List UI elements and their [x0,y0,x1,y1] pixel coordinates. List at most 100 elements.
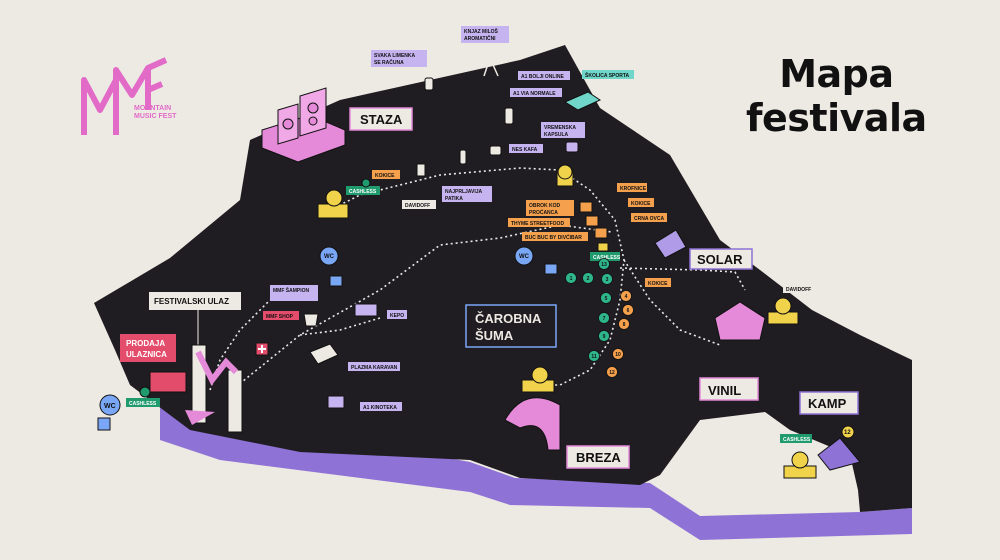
phone-icon [504,107,514,125]
skolica-label: ŠKOLICA SPORTA [585,71,630,79]
logo-text: MOUNTAIN MUSIC FEST [134,105,176,121]
crna-ovca-label: CRNA OVCA [634,216,664,222]
knjaz-label-1: KNJAZ MILOŠ [464,27,499,35]
trail-stop-13 [598,258,610,270]
limenka-label-1: SVAKA LIMENKA [374,53,416,59]
cashless-label-1: CASHLESS [349,189,377,195]
trail-stop-2 [582,272,594,284]
mmf-logo [81,57,168,135]
prodaja-label-2: ULAZNICA [126,350,167,359]
arch-icon [504,397,561,451]
davidoff-label-1: DAVIDOFF [405,203,430,209]
vinil-label: VINIL [708,383,741,398]
trail-stop-6 [622,304,634,316]
breza-label: BREZA [576,450,621,465]
trail-stop-label-2: 2 [587,276,590,282]
tent-icon [714,301,766,341]
food-stand-icon [556,164,574,187]
trail-stop-label-6: 6 [627,308,630,314]
trail-stop-label-5: 5 [605,296,608,302]
trail-stop-11 [588,350,600,362]
kamp-label: KAMP [808,396,847,411]
trail-stop-10 [612,348,624,360]
trail-stop-1 [565,272,577,284]
a1-bolji-label: A1 BOLJI ONLINE [521,74,564,80]
arcade-icon [327,395,345,409]
page-title: Mapa festivala [746,52,927,140]
nes-kafa-label: NES KAFA [512,147,538,153]
gate-icon [191,344,243,433]
trail-stop-label-9: 9 [603,334,606,340]
speaker-icon [282,118,294,130]
carobna-label-1: ČAROBNA [475,311,542,326]
trail-stop-label-11: 11 [591,354,597,360]
trail-stop-8 [618,318,630,330]
staza-stage [261,87,346,163]
buc-buc-label: BUC BUC BY DIVĆIBAR [525,233,582,241]
carobna-label-2: ŠUMA [475,328,514,343]
cashless-label-4: CASHLESS [129,401,157,407]
trail-stop-label-4: 4 [625,294,628,300]
cashless-label-3: CASHLESS [783,437,811,443]
beer-icon [317,189,349,219]
bench-icon [563,91,602,111]
patika-label-1: NAJPRLJAVIJA [445,189,483,195]
terrain-edge [160,405,912,540]
kinoteka-label: A1 KINOTEKA [363,405,397,411]
wc-label-1: WC [324,254,335,260]
trail-stop-9 [598,330,610,342]
plazma-label: PLAZMA KARAVAN [351,365,398,371]
title-line-2: festivala [746,96,927,140]
trail-stop-label-8: 8 [623,322,626,328]
mmf-sampion-label: MMF ŠAMPION [273,286,309,294]
obrok-label-1: OBROK KOD [529,203,561,209]
fire-extinguisher-icon [459,149,467,165]
capsule-icon [565,141,579,153]
popcorn-icon [416,163,426,177]
staza-label-bg [349,107,413,131]
thyme-label: THYME STREETFOOD [511,221,564,227]
kokice-label-1: KOKICE [375,173,395,179]
cashless-icon [361,178,371,188]
solar-label: SOLAR [697,252,743,267]
obrok-label-2: PROĆANCA [529,208,558,216]
trail-stop-label-1: 1 [570,276,573,282]
trail-stop-label-12: 12 [609,370,615,376]
trophy-icon [303,313,319,327]
mmf-shop-label: MMF SHOP [266,314,294,320]
limenka-label-2: SE RAČUNA [374,59,404,66]
can-icon [424,77,434,91]
title-line-1: Mapa [779,52,894,96]
kokice-label-2: KOKICE [631,201,651,207]
swing-icon [483,55,501,77]
knjaz-label-2: AROMATIČNI [464,35,496,42]
krofnice-label: KROFNICE [620,186,647,192]
trail-stop-label-7: 7 [603,316,606,322]
wc-icon [514,246,534,266]
staza-label: STAZA [360,112,403,127]
trail-stop-3 [601,273,613,285]
logo-line-2: MUSIC FEST [134,113,177,120]
trail-stop-label-10: 10 [615,352,621,358]
cashless-label-2: CASHLESS [593,255,621,261]
trail-stop-label-13: 13 [601,262,607,268]
logo-line-1: MOUNTAIN [134,105,172,112]
vremenska-label-2: KAPSULA [544,132,569,138]
trail-stop-label-3: 3 [606,277,609,283]
trail-stop-5 [600,292,612,304]
trail-stop-4 [620,290,632,302]
solar-panel-icon [654,229,687,259]
kepo-label: KEPO [390,313,404,319]
kokice-label-3: KOKICE [648,281,668,287]
mug-icon [489,145,502,156]
festivalski-ulaz-label: FESTIVALSKI ULAZ [154,297,229,306]
patika-label-2: PATIKA [445,196,463,202]
wc-label-2: WC [519,254,530,260]
trail-stop-12 [606,366,618,378]
kamp-badge: 12 [844,430,851,436]
vremenska-label-1: VREMENSKA [544,125,576,131]
a1-via-label: A1 VIA NORMALE [513,91,556,97]
davidoff-label-2: DAVIDOFF [786,287,811,293]
